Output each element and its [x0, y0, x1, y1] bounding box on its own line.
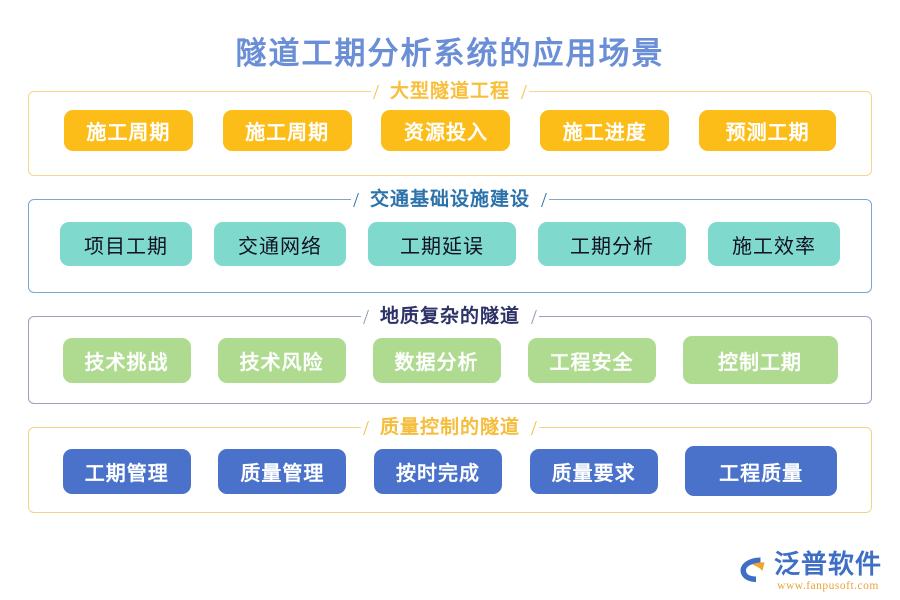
section-large-tunnel-engineering: / 大型隧道工程 / 施工周期 施工周期 资源投入 施工进度 预测工期 — [28, 77, 872, 176]
section-header-slash-right: / — [529, 302, 539, 332]
section-header-slash-right: / — [539, 185, 549, 215]
section-transport-infrastructure: / 交通基础设施建设 / 项目工期 交通网络 工期延误 工期分析 施工效率 — [28, 185, 872, 293]
logo-name: 泛普软件 — [773, 549, 882, 579]
pill-item[interactable]: 施工周期 — [63, 110, 193, 151]
section-header-label: 地质复杂的隧道 — [370, 302, 529, 332]
section-header-slash-left: / — [351, 185, 361, 215]
pill-item[interactable]: 工程质量 — [685, 446, 838, 496]
pill-item[interactable]: 工期延误 — [368, 222, 516, 266]
pill-item[interactable]: 按时完成 — [373, 448, 502, 494]
pill-item[interactable]: 施工进度 — [540, 110, 670, 151]
pill-item[interactable]: 控制工期 — [682, 336, 838, 384]
pill-item[interactable]: 施工效率 — [708, 222, 840, 266]
pill-item[interactable]: 施工周期 — [222, 110, 352, 151]
pill-item[interactable]: 工期分析 — [538, 222, 686, 266]
pill-item[interactable]: 质量管理 — [218, 448, 347, 494]
section-header-slash-right: / — [529, 413, 539, 443]
pill-item[interactable]: 资源投入 — [381, 110, 511, 151]
section-header-1: / 大型隧道工程 / — [29, 77, 871, 107]
logo-url: www.fanpusoft.com — [777, 579, 879, 592]
section-header-slash-left: / — [361, 302, 371, 332]
logo-text: 泛普软件 www.fanpusoft.com — [773, 549, 882, 593]
pill-item[interactable]: 技术挑战 — [62, 337, 191, 383]
pill-item[interactable]: 预测工期 — [699, 110, 837, 151]
section-header-3: / 地质复杂的隧道 / — [29, 302, 871, 332]
section-header-4: / 质量控制的隧道 / — [29, 413, 871, 443]
pill-item[interactable]: 质量要求 — [529, 448, 658, 494]
sections-container: / 大型隧道工程 / 施工周期 施工周期 资源投入 施工进度 预测工期 / 交通… — [0, 77, 900, 513]
section-header-slash-left: / — [371, 77, 381, 107]
page-title: 隧道工期分析系统的应用场景 — [235, 36, 665, 71]
pill-item[interactable]: 工期管理 — [62, 448, 191, 494]
section-header-label: 质量控制的隧道 — [370, 413, 529, 443]
brand-logo: 泛普软件 www.fanpusoft.com — [736, 549, 882, 593]
section-complex-geology-tunnel: / 地质复杂的隧道 / 技术挑战 技术风险 数据分析 工程安全 控制工期 — [28, 302, 872, 404]
pill-row-2: 项目工期 交通网络 工期延误 工期分析 施工效率 — [29, 222, 871, 266]
pill-row-1: 施工周期 施工周期 资源投入 施工进度 预测工期 — [29, 110, 871, 151]
section-header-slash-left: / — [361, 413, 371, 443]
pill-row-4: 工期管理 质量管理 按时完成 质量要求 工程质量 — [29, 446, 871, 496]
section-quality-control-tunnel: / 质量控制的隧道 / 工期管理 质量管理 按时完成 质量要求 工程质量 — [28, 413, 872, 513]
pill-row-3: 技术挑战 技术风险 数据分析 工程安全 控制工期 — [29, 336, 871, 384]
pill-item[interactable]: 工程安全 — [527, 337, 656, 383]
pill-item[interactable]: 技术风险 — [217, 337, 346, 383]
pill-item[interactable]: 数据分析 — [372, 337, 501, 383]
section-header-label: 交通基础设施建设 — [360, 185, 539, 215]
pill-item[interactable]: 项目工期 — [60, 222, 192, 266]
fanpu-swoosh-icon — [736, 553, 769, 586]
section-header-2: / 交通基础设施建设 / — [29, 185, 871, 215]
section-header-slash-right: / — [519, 77, 529, 107]
section-header-label: 大型隧道工程 — [380, 77, 519, 107]
pill-item[interactable]: 交通网络 — [214, 222, 346, 266]
